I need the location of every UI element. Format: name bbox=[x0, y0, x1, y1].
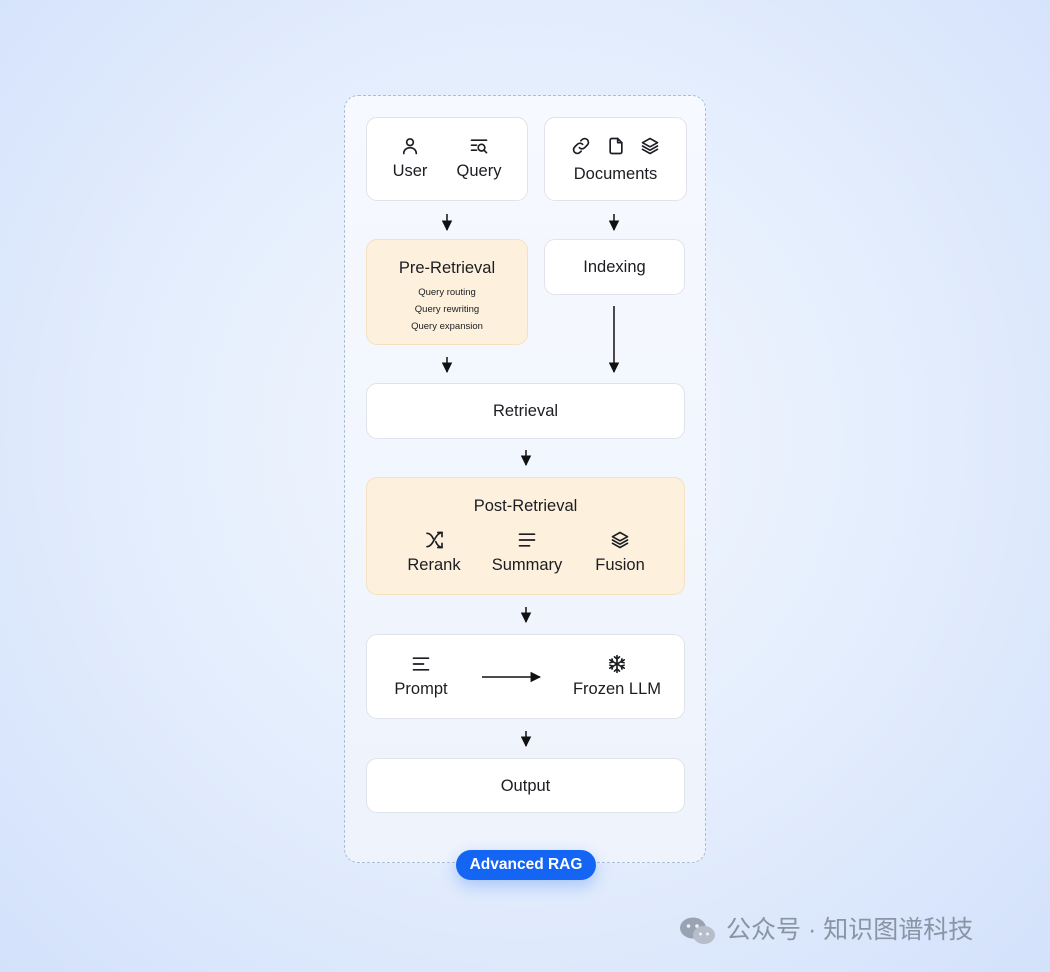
post-retrieval-title: Post-Retrieval bbox=[473, 497, 578, 515]
lines-icon bbox=[518, 533, 536, 547]
user-query-box: User Query bbox=[366, 117, 528, 201]
post-retrieval-box: Post-Retrieval Rerank Summary Fusion bbox=[366, 477, 685, 595]
pre-retrieval-item: Query routing bbox=[418, 287, 476, 298]
documents-box: Documents bbox=[544, 117, 687, 201]
documents-icons bbox=[545, 136, 686, 161]
shuffle-icon bbox=[425, 531, 443, 549]
output-title: Output bbox=[500, 777, 551, 795]
query-label: Query bbox=[456, 162, 502, 180]
documents-label: Documents bbox=[573, 165, 658, 183]
fusion-item: Fusion bbox=[565, 530, 675, 575]
pre-retrieval-box: Pre-Retrieval Query routing Query rewrit… bbox=[366, 239, 528, 345]
pre-retrieval-item: Query expansion bbox=[411, 321, 483, 332]
summary-item: Summary bbox=[472, 530, 582, 575]
frozen-llm-label: Frozen LLM bbox=[572, 680, 662, 698]
frozen-llm-item: Frozen LLM bbox=[562, 654, 672, 699]
output-box: Output bbox=[366, 758, 685, 813]
search-list-icon bbox=[470, 139, 488, 154]
user-icon bbox=[402, 138, 418, 155]
advanced-rag-badge: Advanced RAG bbox=[456, 850, 596, 880]
query-item: Query bbox=[424, 136, 534, 181]
prompt-item: Prompt bbox=[366, 654, 476, 699]
prompt-label: Prompt bbox=[394, 680, 448, 698]
file-icon bbox=[608, 137, 623, 155]
retrieval-title: Retrieval bbox=[492, 402, 559, 420]
wechat-icon bbox=[680, 917, 715, 945]
link-icon bbox=[572, 137, 590, 155]
retrieval-box: Retrieval bbox=[366, 383, 685, 439]
pre-retrieval-item: Query rewriting bbox=[414, 304, 480, 315]
snowflake-icon bbox=[608, 654, 626, 674]
layers-icon bbox=[611, 531, 629, 549]
layers-icon bbox=[641, 137, 659, 155]
generation-box: Prompt Frozen LLM bbox=[366, 634, 685, 719]
user-item: User bbox=[355, 136, 465, 181]
watermark: 公众号 · 知识图谱科技 bbox=[678, 912, 973, 948]
user-label: User bbox=[392, 162, 428, 180]
indexing-box: Indexing bbox=[544, 239, 685, 295]
align-left-icon bbox=[412, 657, 430, 671]
fusion-label: Fusion bbox=[595, 556, 645, 574]
pre-retrieval-title: Pre-Retrieval bbox=[398, 259, 496, 277]
summary-label: Summary bbox=[491, 556, 563, 574]
indexing-title: Indexing bbox=[583, 258, 646, 276]
rerank-item: Rerank bbox=[379, 530, 489, 575]
rerank-label: Rerank bbox=[407, 556, 461, 574]
watermark-text: 公众号 · 知识图谱科技 bbox=[726, 916, 974, 944]
